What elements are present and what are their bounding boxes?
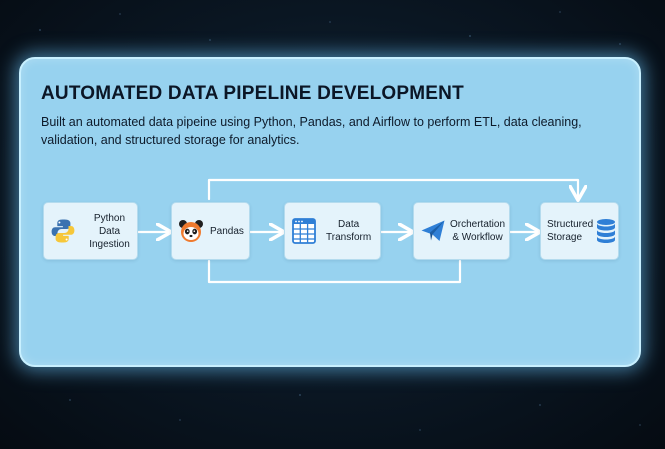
node-python-line2: Data Ingestion	[89, 225, 130, 250]
node-python-label: Python Data Ingestion	[82, 212, 137, 251]
node-python-line1: Python	[93, 212, 126, 224]
pandas-logo-icon	[178, 219, 204, 243]
node-orchestration-workflow[interactable]: Orchertation & Workflow	[413, 202, 510, 260]
node-orchestration-label: Orchertation & Workflow	[450, 218, 505, 244]
arrow-top-loop-to-storage	[207, 178, 578, 199]
node-storage-label: Structured Storage	[547, 218, 593, 244]
page-title: AUTOMATED DATA PIPELINE DEVELOPMENT	[41, 83, 464, 104]
python-logo-icon	[50, 218, 76, 244]
node-orchestration-line2: & Workflow	[452, 232, 503, 243]
node-transform-line1: Data	[338, 219, 360, 230]
node-data-transform[interactable]: Data Transform	[284, 202, 381, 260]
node-python-data-ingestion[interactable]: Python Data Ingestion	[43, 202, 138, 260]
table-grid-icon	[292, 218, 316, 244]
page-description: Built an automated data pipeine using Py…	[41, 115, 582, 147]
database-icon	[596, 218, 616, 244]
node-orchestration-line1: Orchertation	[450, 219, 506, 230]
node-storage-line1: Structured	[547, 219, 594, 230]
node-transform-line2: Transform	[326, 232, 372, 243]
node-transform-label: Data Transform	[326, 218, 371, 244]
line-bottom-loop	[207, 259, 462, 284]
node-pandas-label: Pandas	[210, 225, 244, 237]
node-storage-line2: Storage	[547, 232, 583, 243]
paper-plane-icon	[420, 219, 446, 243]
node-structured-storage[interactable]: Structured Storage	[540, 202, 619, 260]
node-pandas[interactable]: Pandas	[171, 202, 250, 260]
